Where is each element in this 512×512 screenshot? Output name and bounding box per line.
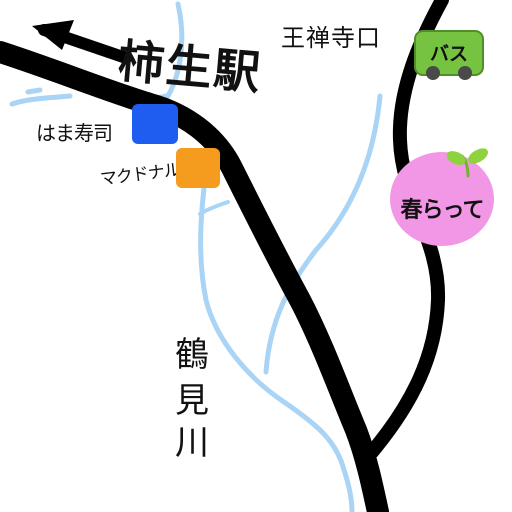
bus-label: バス	[429, 43, 468, 65]
river	[263, 93, 383, 375]
hamasushi-marker	[132, 104, 178, 144]
mcdonalds-marker	[176, 148, 220, 188]
harakatte-badge: 春らって	[390, 152, 494, 246]
river	[198, 177, 355, 512]
station-label: 柿生駅	[115, 33, 265, 101]
bus-icon: バス	[414, 30, 484, 80]
hamasushi-label: はま寿司	[36, 121, 113, 145]
river	[198, 200, 230, 216]
main-road	[0, 41, 389, 512]
river-label-char: 見	[175, 381, 209, 421]
bus-wheel	[458, 66, 472, 80]
harakatte-label: 春らって	[400, 198, 485, 223]
bus-wheel	[426, 66, 440, 80]
arrow-left-icon	[32, 20, 132, 64]
river-label-char: 鶴	[175, 335, 209, 375]
ozenji-label: 王禅寺口	[281, 24, 381, 52]
river-label-char: 川	[175, 423, 209, 463]
